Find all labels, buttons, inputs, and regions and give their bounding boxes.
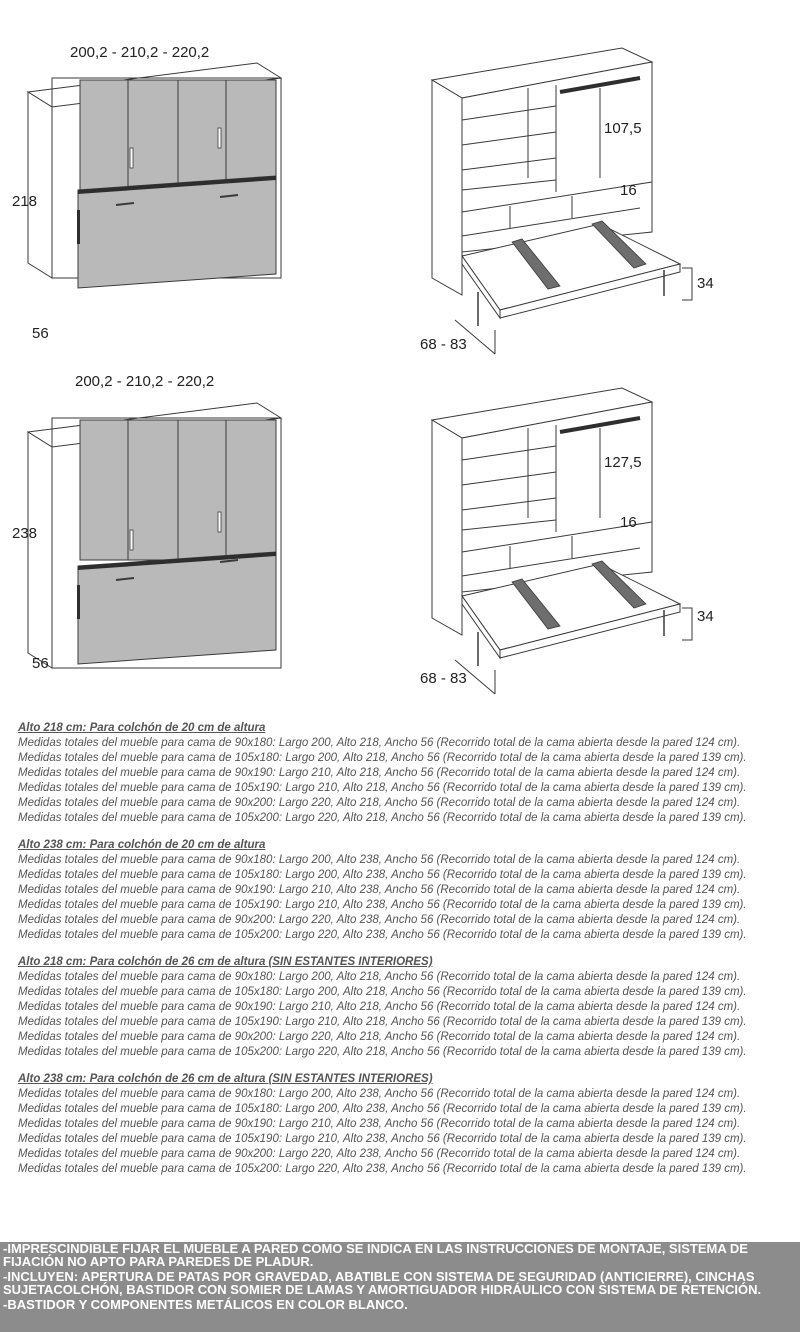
- dim-width-top: 200,2 - 210,2 - 220,2: [70, 44, 210, 61]
- spec-section-2: Alto 238 cm: Para colchón de 20 cm de al…: [18, 838, 788, 943]
- spec-line: Medidas totales del mueble para cama de …: [18, 1001, 741, 1013]
- dim-gap-top: 16: [620, 182, 637, 199]
- dim-depth-top: 56: [32, 325, 49, 342]
- spec-line: Medidas totales del mueble para cama de …: [18, 1046, 747, 1058]
- dim-inner-height-top: 107,5: [604, 120, 642, 137]
- spec-line: Medidas totales del mueble para cama de …: [18, 737, 741, 749]
- spec-line: Medidas totales del mueble para cama de …: [18, 914, 741, 926]
- spec-line: Medidas totales del mueble para cama de …: [18, 812, 747, 824]
- spec-line: Medidas totales del mueble para cama de …: [18, 1133, 747, 1145]
- dim-width-bottom: 200,2 - 210,2 - 220,2: [75, 373, 215, 390]
- spec-section-4: Alto 238 cm: Para colchón de 26 cm de al…: [18, 1072, 788, 1177]
- spec-line: Medidas totales del mueble para cama de …: [18, 971, 741, 983]
- spec-line: Medidas totales del mueble para cama de …: [18, 1031, 741, 1043]
- note-color: -BASTIDOR Y COMPONENTES METÁLICOS EN COL…: [3, 1297, 408, 1312]
- spec-section-1: Alto 218 cm: Para colchón de 20 cm de al…: [18, 721, 788, 826]
- dim-height-bottom: 238: [12, 525, 38, 542]
- open-cabinet-218: [430, 46, 694, 356]
- dim-extension-top: 68 - 83: [420, 336, 467, 353]
- spec-line: Medidas totales del mueble para cama de …: [18, 1016, 747, 1028]
- notes-footer: -IMPRESCINDIBLE FIJAR EL MUEBLE A PARED …: [0, 1242, 800, 1332]
- spec-line: Medidas totales del mueble para cama de …: [18, 1148, 741, 1160]
- dim-depth-bottom: 56: [32, 655, 49, 672]
- dim-gap-bottom: 16: [620, 514, 637, 531]
- spec-section-title: Alto 238 cm: Para colchón de 20 cm de al…: [18, 839, 266, 851]
- spec-line: Medidas totales del mueble para cama de …: [18, 929, 747, 941]
- spec-line: Medidas totales del mueble para cama de …: [18, 1163, 747, 1175]
- spec-line: Medidas totales del mueble para cama de …: [18, 854, 741, 866]
- spec-section-title: Alto 218 cm: Para colchón de 20 cm de al…: [18, 722, 266, 734]
- spec-line: Medidas totales del mueble para cama de …: [18, 767, 741, 779]
- spec-line: Medidas totales del mueble para cama de …: [18, 1118, 741, 1130]
- note-includes: -INCLUYEN: APERTURA DE PATAS POR GRAVEDA…: [3, 1269, 762, 1297]
- spec-line: Medidas totales del mueble para cama de …: [18, 884, 741, 896]
- spec-line: Medidas totales del mueble para cama de …: [18, 782, 747, 794]
- technical-drawings: [26, 46, 694, 695]
- spec-line: Medidas totales del mueble para cama de …: [18, 752, 747, 764]
- specifications: Alto 218 cm: Para colchón de 20 cm de al…: [18, 721, 788, 1189]
- spec-section-title: Alto 218 cm: Para colchón de 26 cm de al…: [18, 956, 433, 968]
- spec-section-title: Alto 238 cm: Para colchón de 26 cm de al…: [18, 1073, 433, 1085]
- spec-line: Medidas totales del mueble para cama de …: [18, 986, 747, 998]
- spec-line: Medidas totales del mueble para cama de …: [18, 899, 747, 911]
- dim-bed-height-top: 34: [697, 275, 714, 292]
- spec-line: Medidas totales del mueble para cama de …: [18, 1088, 741, 1100]
- dim-extension-bottom: 68 - 83: [420, 670, 467, 687]
- spec-line: Medidas totales del mueble para cama de …: [18, 1103, 747, 1115]
- spec-line: Medidas totales del mueble para cama de …: [18, 869, 747, 881]
- dim-height-top: 218: [12, 193, 38, 210]
- closed-cabinet-218: [27, 62, 282, 289]
- note-fixing: -IMPRESCINDIBLE FIJAR EL MUEBLE A PARED …: [3, 1241, 748, 1269]
- spec-section-3: Alto 218 cm: Para colchón de 26 cm de al…: [18, 955, 788, 1060]
- dim-bed-height-bottom: 34: [697, 608, 714, 625]
- spec-line: Medidas totales del mueble para cama de …: [18, 797, 741, 809]
- dim-inner-height-bottom: 127,5: [604, 454, 642, 471]
